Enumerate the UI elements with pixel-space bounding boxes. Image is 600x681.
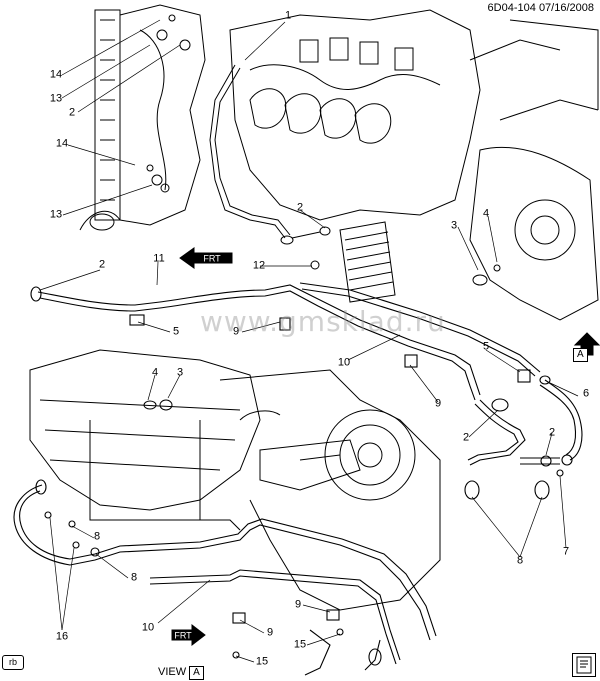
view-a-marker: A bbox=[573, 348, 588, 362]
callout-1: 1 bbox=[284, 9, 292, 22]
gm-service-icon bbox=[572, 653, 596, 677]
frt-label-lower: FRT bbox=[174, 630, 192, 641]
book-icon bbox=[576, 656, 592, 674]
lower-cooler-lines bbox=[13, 479, 437, 676]
callout-15-lower: 15 bbox=[255, 655, 269, 668]
callout-3-upper: 3 bbox=[450, 219, 458, 232]
callout-5-left: 5 bbox=[172, 325, 180, 338]
callout-14-mid: 14 bbox=[55, 137, 69, 150]
callout-15-right: 15 bbox=[293, 638, 307, 651]
callout-2-left: 2 bbox=[98, 258, 106, 271]
callout-10-upper: 10 bbox=[337, 356, 351, 369]
callout-10-lower: 10 bbox=[141, 621, 155, 634]
callout-8-lower: 8 bbox=[93, 530, 101, 543]
callout-7: 7 bbox=[562, 545, 570, 558]
callout-2-right: 2 bbox=[462, 431, 470, 444]
watermark-text: www.gmsklad.ru bbox=[200, 305, 446, 338]
drawing-header: 6D04-104 07/16/2008 bbox=[488, 2, 594, 14]
frt-arrow-lower bbox=[171, 623, 206, 647]
callout-4-lower: 4 bbox=[151, 366, 159, 379]
callout-13-mid: 13 bbox=[49, 208, 63, 221]
frt-arrow-upper bbox=[179, 247, 233, 269]
cooler-line-assembly bbox=[30, 282, 583, 500]
rb-badge: rb bbox=[2, 655, 24, 670]
callout-6: 6 bbox=[582, 387, 590, 400]
callout-4-upper: 4 bbox=[482, 207, 490, 220]
callout-14-top: 14 bbox=[49, 68, 63, 81]
view-label: VIEW bbox=[158, 666, 187, 678]
callout-12: 12 bbox=[252, 259, 266, 272]
callout-5-right: 5 bbox=[482, 340, 490, 353]
view-letter: A bbox=[189, 666, 204, 680]
frt-label-upper: FRT bbox=[203, 253, 221, 264]
callout-9-right: 9 bbox=[434, 397, 442, 410]
leader-lines bbox=[39, 19, 579, 663]
drawing-code: 6D04-104 bbox=[487, 2, 536, 14]
drawing-date: 07/16/2008 bbox=[538, 2, 594, 14]
callout-2-top: 2 bbox=[68, 106, 76, 119]
callout-2-far-right: 2 bbox=[548, 426, 556, 439]
callout-11: 11 bbox=[153, 252, 165, 265]
callout-13-top: 13 bbox=[49, 92, 63, 105]
callout-9-lower-right: 9 bbox=[294, 598, 302, 611]
callout-8-lower-2: 8 bbox=[130, 571, 138, 584]
callout-9-upper: 9 bbox=[232, 325, 240, 338]
lower-undercarriage-assembly bbox=[29, 349, 441, 611]
callout-3-lower: 3 bbox=[176, 366, 184, 379]
callout-9-lower: 9 bbox=[266, 626, 274, 639]
callout-8-right: 8 bbox=[516, 554, 524, 567]
upper-engine-assembly bbox=[79, 4, 599, 321]
callout-16: 16 bbox=[55, 630, 69, 643]
callout-2-engine: 2 bbox=[296, 201, 304, 214]
